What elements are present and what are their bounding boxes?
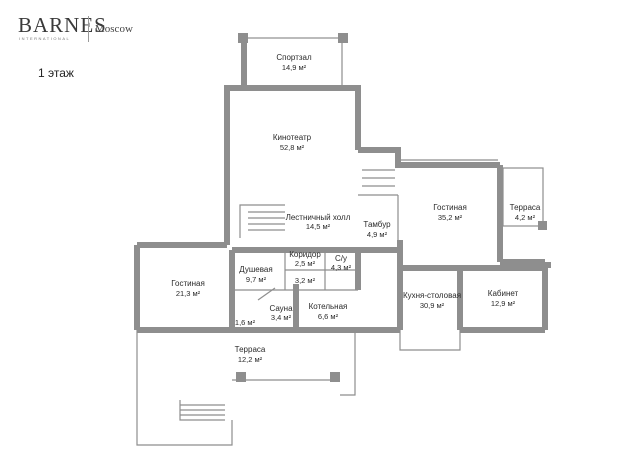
room-living-right-area: 35,2 м² — [438, 213, 463, 222]
room-gym-name: Спортзал — [276, 53, 312, 62]
room-shower-area: 9,7 м² — [246, 275, 267, 284]
brand-subtitle: INTERNATIONAL — [19, 36, 71, 41]
stairs — [239, 169, 395, 238]
room-sauna-name: Сауна — [269, 304, 293, 313]
room-terrace-small-area: 4,2 м² — [515, 213, 536, 222]
room-vestibule-name: Тамбур — [363, 220, 391, 229]
room-living-left-name: Гостиная — [171, 279, 205, 288]
room-cinema-name: Кинотеатр — [273, 133, 312, 142]
room-boiler-area: 6,6 м² — [318, 312, 339, 321]
walls-main — [134, 85, 548, 333]
room-vestibule-area: 4,9 м² — [367, 230, 388, 239]
room-terrace-big-area: 12,2 м² — [238, 355, 263, 364]
walls-terrace-small — [502, 167, 547, 230]
room-wc-name: С/у — [335, 254, 347, 263]
brand-city: Moscow — [95, 23, 133, 35]
room-gym-area: 14,9 м² — [282, 63, 307, 72]
room-sauna-area: 3,4 м² — [271, 313, 292, 322]
header: BARNES INTERNATIONAL Moscow — [0, 0, 644, 60]
room-nook-area: 1,6 м² — [235, 318, 256, 327]
room-cinema-area: 52,8 м² — [280, 143, 305, 152]
room-shower-name: Душевая — [239, 265, 272, 274]
room-living-right-name: Гостиная — [433, 203, 467, 212]
room-kitchen-name: Кухня-столовая — [403, 291, 461, 300]
walls-terrace-big — [136, 329, 356, 446]
brand-logo: BARNES — [18, 13, 107, 37]
room-terrace-big-name: Терраса — [235, 345, 266, 354]
room-terrace-small-name: Терраса — [510, 203, 541, 212]
room-corridor-name: Коридор — [289, 250, 321, 259]
bay-windows — [399, 159, 551, 351]
room-office-name: Кабинет — [488, 289, 519, 298]
room-boiler-name: Котельная — [309, 302, 348, 311]
floor-label: 1 этаж — [38, 66, 74, 80]
room-storage-area: 3,2 м² — [295, 276, 316, 285]
room-wc-area: 4,3 м² — [331, 263, 352, 272]
room-living-left-area: 21,3 м² — [176, 289, 201, 298]
brand-divider — [88, 16, 89, 42]
room-stairhall-name: Лестничный холл — [286, 213, 351, 222]
room-stairhall-area: 14,5 м² — [306, 222, 331, 231]
room-kitchen-area: 30,9 м² — [420, 301, 445, 310]
room-corridor-area: 2,5 м² — [295, 259, 316, 268]
room-office-area: 12,9 м² — [491, 299, 516, 308]
